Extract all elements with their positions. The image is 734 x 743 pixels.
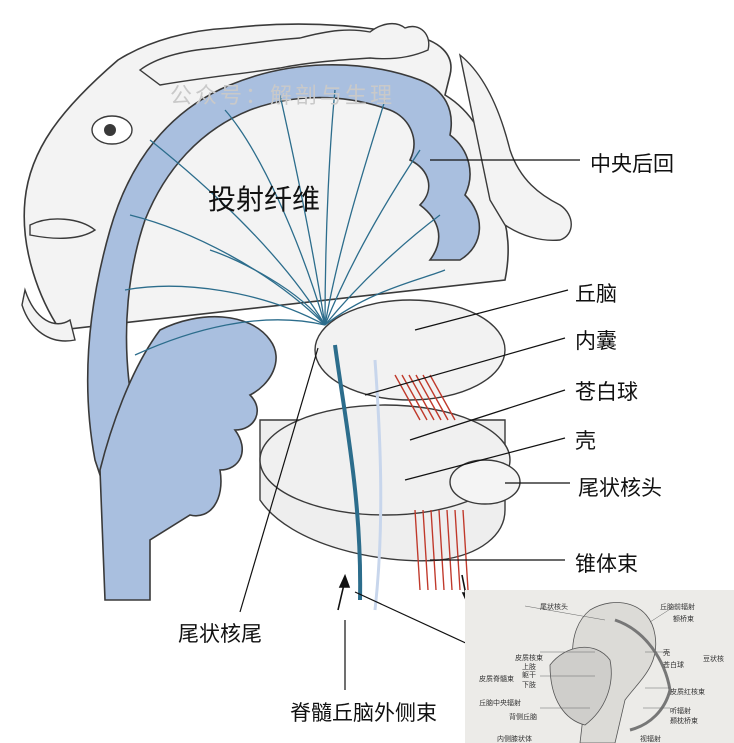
inset-label-anterior-radiation: 丘脑前辐射 <box>660 603 695 611</box>
inset-diagram <box>524 602 676 743</box>
pointer-lines <box>239 159 580 690</box>
label-spinothalamic-tract: 脊髓丘脑外侧束 <box>290 701 437 725</box>
projection-fibers-label: 投射纤维 <box>208 183 321 216</box>
jaw-shape <box>21 287 76 342</box>
label-thalamus: 丘脑 <box>575 282 617 306</box>
label-putamen: 壳 <box>575 429 596 453</box>
inset-label-corticospinal: 皮质脊髓束 <box>479 675 514 683</box>
inset-lentiform-shape <box>549 646 612 726</box>
inset-label-dorsal-thalamus: 背侧丘脑 <box>509 713 537 721</box>
label-globus-pallidus: 苍白球 <box>575 380 638 404</box>
mouth-shape <box>29 218 97 239</box>
inset-photo: 尾状核头 丘脑前辐射 额桥束 皮质核束 上肢 躯干 皮质脊髓束 下肢 丘脑中央辐… <box>465 590 734 743</box>
inset-label-acoustic-radiation: 听辐射 <box>670 707 691 715</box>
putamen-disc <box>259 404 511 516</box>
inset-label-central-radiation: 丘脑中央辐射 <box>479 699 521 707</box>
inset-label-lower-limb: 下肢 <box>522 681 536 689</box>
inset-label-corticorubral: 皮质红核束 <box>670 688 705 696</box>
inset-label-optic-radiation: 视辐射 <box>640 735 661 743</box>
temporal-lobe <box>99 315 277 601</box>
inset-label-globus-pallidus: 苍白球 <box>663 661 684 669</box>
foot-shape <box>458 53 572 242</box>
thalamus-disc <box>314 299 506 401</box>
label-caudate-head: 尾状核头 <box>578 476 662 500</box>
inset-label-medial-geniculate: 内侧膝状体 <box>497 735 532 743</box>
inset-label-caudate-head: 尾状核头 <box>540 603 568 611</box>
inset-label-temporopontine: 颞枕桥束 <box>670 717 698 725</box>
watermark-text: 公众号：解剖与生理 <box>170 84 396 109</box>
inset-label-lentiform: 豆状核 <box>703 655 724 663</box>
label-caudate-tail: 尾状核尾 <box>178 622 262 646</box>
inset-label-upper-limb: 上肢 <box>522 663 536 671</box>
label-postcentral-gyrus: 中央后回 <box>590 152 674 176</box>
projection-fibers <box>124 89 446 356</box>
inset-capsule-shape <box>614 618 672 732</box>
eye-pupil <box>104 124 116 136</box>
caudate-head-disc <box>449 459 521 505</box>
inset-label-corticonuclear: 皮质核束 <box>515 654 543 662</box>
hand-shape <box>138 22 430 86</box>
inset-label-frontopontine: 额桥束 <box>673 615 694 623</box>
inset-label-trunk: 躯干 <box>522 671 536 679</box>
ascending-light-line <box>373 359 383 611</box>
inset-label-putamen: 壳 <box>663 649 670 657</box>
spinothalamic-line <box>333 344 363 601</box>
pyramidal-tract-stripes <box>394 374 469 591</box>
inset-leader-lines <box>524 605 676 709</box>
label-internal-capsule: 内囊 <box>575 329 617 353</box>
label-pyramidal-tract: 锥体束 <box>575 552 638 576</box>
